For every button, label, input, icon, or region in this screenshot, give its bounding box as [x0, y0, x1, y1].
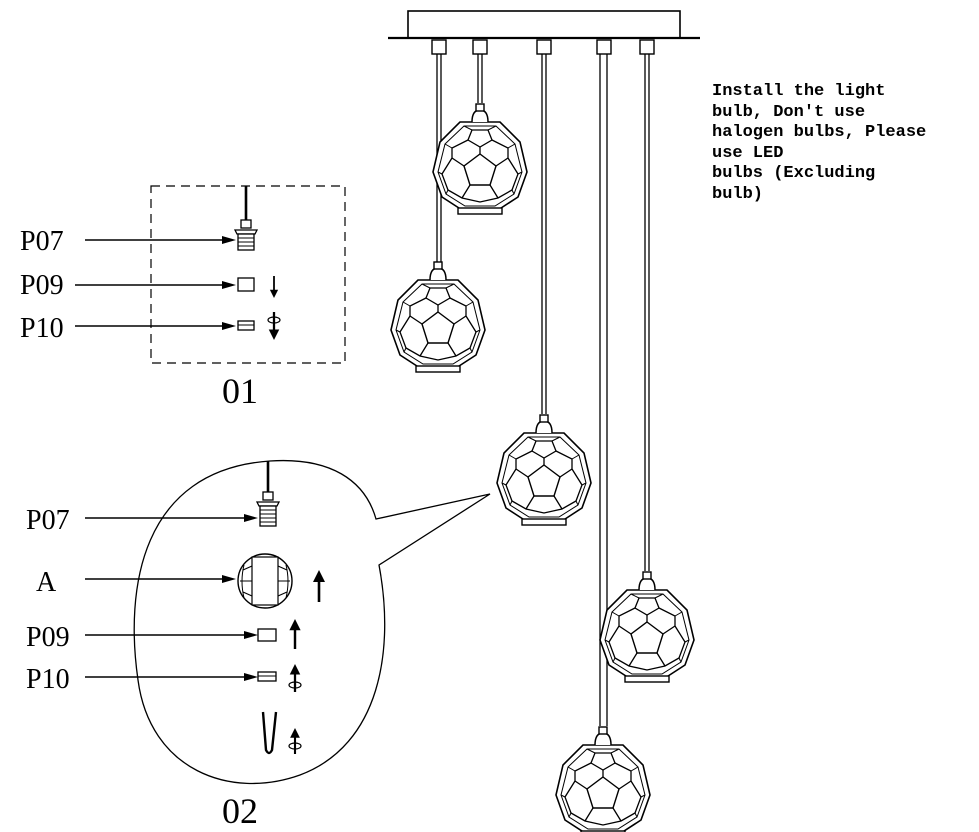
- rotate-arrow-icon: [267, 310, 281, 342]
- note-line: halogen bulbs, Please: [712, 123, 927, 142]
- socket-icon: [233, 219, 259, 251]
- step-01-label-p10: P10: [20, 313, 64, 344]
- pendant-globe-left: [390, 261, 486, 373]
- step-02-label-p09: P09: [26, 622, 70, 653]
- step-01-number: 01: [222, 371, 258, 411]
- globe-shade-a-icon: [237, 553, 293, 609]
- ceiling-canopy: [407, 10, 681, 39]
- ring-p09-icon: [257, 628, 277, 642]
- rotate-arrow-icon: [288, 726, 302, 756]
- step-02-label-p10: P10: [26, 664, 70, 695]
- rotate-arrow-icon: [288, 662, 302, 694]
- bulb-instruction-note: Install the light bulb, Don't use haloge…: [712, 82, 977, 205]
- arrow-down-icon: [268, 274, 280, 300]
- note-line: Install the light: [712, 82, 886, 101]
- step-02-label-p07: P07: [26, 505, 70, 536]
- pendant-globe-bottom: [555, 726, 651, 832]
- note-line: use LED: [712, 143, 784, 163]
- ceiling-fixture: [388, 10, 700, 726]
- note-line: bulb): [712, 184, 764, 204]
- bulb-icon: [261, 711, 278, 755]
- ring-p10-icon: [237, 320, 255, 331]
- step-01-detail: P07 P09 P10 01: [20, 185, 346, 411]
- step-01-dashed-frame: [150, 185, 346, 364]
- pendant-globe-top: [432, 103, 528, 215]
- step-01-label-p09: P09: [20, 270, 64, 301]
- step-02-callout-bubble: [133, 459, 491, 785]
- pendant-globe-middle: [496, 414, 592, 526]
- step-02-detail: P07 A P09 P10 02: [26, 459, 491, 831]
- pendant-globe-right: [599, 571, 695, 683]
- step-01-label-p07: P07: [20, 226, 64, 257]
- note-line: bulb, Don't use: [712, 102, 866, 122]
- ring-p09-icon: [237, 277, 255, 292]
- step-02-number: 02: [222, 791, 258, 831]
- socket-icon: [255, 491, 281, 527]
- ring-p10-icon: [257, 671, 277, 682]
- note-line: bulbs (Excluding: [712, 164, 876, 183]
- step-02-label-a: A: [36, 567, 57, 598]
